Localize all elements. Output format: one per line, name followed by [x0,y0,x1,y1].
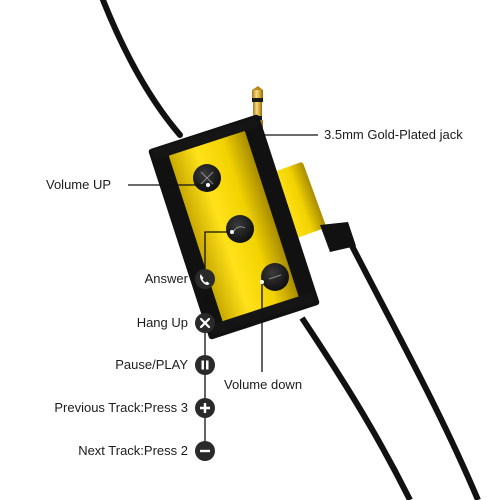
label-previous-track: Previous Track:Press 3 [54,400,188,415]
button-volume-down [261,263,289,291]
button-volume-up [193,164,221,192]
label-answer: Answer [144,271,188,286]
cable-jack [347,240,481,500]
minus-icon [195,441,215,461]
label-jack: 3.5mm Gold-Plated jack [324,127,463,142]
pause-icon [195,355,215,375]
phone-icon [195,269,215,289]
leader-multifunction [204,231,232,452]
label-pause-play: Pause/PLAY [115,357,188,372]
plus-icon [195,398,215,418]
label-volume-down: Volume down [224,377,303,392]
button-multifunction [226,215,254,243]
cable-lower [299,316,413,500]
label-hang-up: Hang Up [136,315,188,330]
cable-upper [100,0,183,138]
hang-up-x-icon [195,313,215,333]
label-volume-up: Volume UP [46,177,112,192]
label-next-track: Next Track:Press 2 [78,443,188,458]
